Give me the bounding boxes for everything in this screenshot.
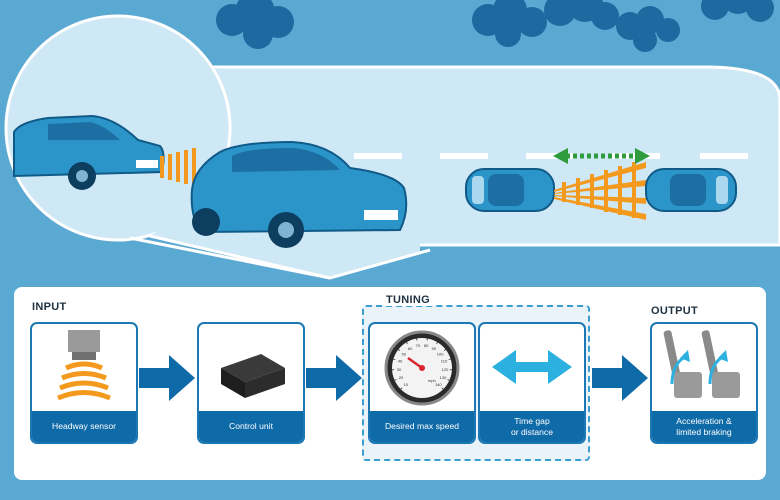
traffic-scene xyxy=(4,0,780,280)
speedometer-tick xyxy=(447,379,450,381)
box-caption: Control unit xyxy=(199,411,303,442)
headway-sensor-icon xyxy=(57,330,111,401)
section-title-input: INPUT xyxy=(32,301,67,313)
side-view-lead-car xyxy=(190,140,408,248)
speedometer-number: 20 xyxy=(399,375,404,380)
top-view-rear-car xyxy=(465,168,555,212)
box-time-gap: Time gap or distance xyxy=(478,322,586,444)
pedals-icon xyxy=(663,330,740,398)
speedometer-number: 30 xyxy=(397,367,402,372)
box-headway-sensor: Headway sensor xyxy=(30,322,138,444)
radar-cone xyxy=(554,162,646,220)
section-title-tuning: TUNING xyxy=(382,294,434,306)
box-caption: Time gap or distance xyxy=(480,411,584,442)
speedometer-number: 80 xyxy=(424,343,429,348)
speedometer-tick xyxy=(441,387,444,390)
speedometer-number: 130 xyxy=(440,375,447,380)
box-acceleration-braking: Acceleration & limited braking xyxy=(650,322,758,444)
flow-arrow-2 xyxy=(306,355,362,401)
sensor-beam xyxy=(160,148,196,186)
side-view-rear-car xyxy=(13,114,165,190)
speedometer-unit: mph xyxy=(428,378,436,383)
section-title-output: OUTPUT xyxy=(651,305,699,317)
flow-arrow-1 xyxy=(139,355,195,401)
speedometer-number: 60 xyxy=(408,346,413,351)
flow-arrow-3 xyxy=(592,355,648,401)
speedometer-tick xyxy=(398,349,401,352)
speedometer-number: 40 xyxy=(398,359,403,364)
speedometer-tick xyxy=(393,358,396,361)
clouds xyxy=(216,0,774,52)
speedometer-tick xyxy=(436,342,438,345)
box-caption: Desired max speed xyxy=(370,411,474,442)
speedometer-number: 100 xyxy=(437,351,444,356)
speedometer-number: 90 xyxy=(432,346,437,351)
speedometer-tick xyxy=(400,387,403,390)
speedometer-number: 110 xyxy=(441,359,448,364)
control-unit-icon xyxy=(221,354,285,398)
speedometer-number: 10 xyxy=(403,382,408,387)
speedometer-tick xyxy=(406,342,408,345)
speedometer-tick xyxy=(443,349,446,352)
speedometer-number: 120 xyxy=(442,367,449,372)
box-caption: Acceleration & limited braking xyxy=(652,411,756,442)
speedometer-number: 50 xyxy=(402,351,407,356)
speedometer-tick xyxy=(448,358,451,361)
box-control-unit: Control unit xyxy=(197,322,305,444)
top-view-lead-car xyxy=(645,168,737,212)
double-arrow-icon xyxy=(492,350,572,384)
speedometer-tick xyxy=(394,379,397,381)
gap-arrow xyxy=(553,148,650,164)
box-caption: Headway sensor xyxy=(32,411,136,442)
speedometer-number: 70 xyxy=(416,343,421,348)
speedometer-number: 140 xyxy=(435,382,442,387)
